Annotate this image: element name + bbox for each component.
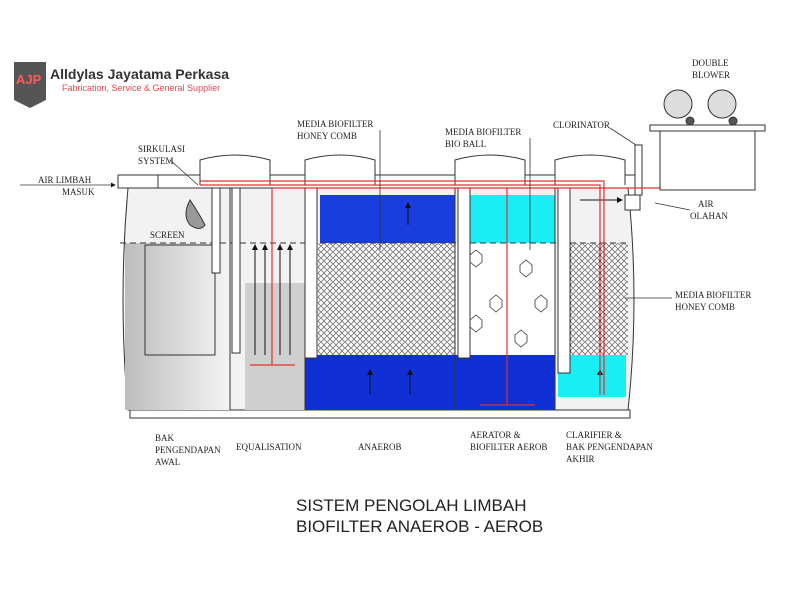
air-olahan-label: AIR	[698, 199, 714, 209]
aerob-top-water	[470, 195, 555, 243]
air-olahan-label-2: OLAHAN	[690, 211, 728, 221]
honeycomb-label: MEDIA BIOFILTER	[297, 119, 373, 129]
clorinator-label: CLORINATOR	[553, 120, 610, 130]
aerob-label: AERATOR &	[470, 430, 521, 440]
sirkulasi-label-2: SYSTEM	[138, 156, 174, 166]
company-logo: AJP Alldylas Jayatama Perkasa Fabricatio…	[14, 62, 229, 108]
honeycomb-label-2: HONEY COMB	[297, 131, 357, 141]
equalisation-water	[245, 283, 305, 410]
sirkulasi-label: SIRKULASI	[138, 144, 185, 154]
diagram-subtitle: BIOFILTER ANAEROB - AEROB	[296, 517, 543, 536]
air-limbah-label-2: MASUK	[62, 187, 95, 197]
tank	[117, 130, 749, 419]
clarifier-label-2: BAK PENGENDAPAN	[566, 442, 653, 452]
double-blower	[649, 89, 766, 191]
diagram-title: SISTEM PENGOLAH LIMBAH	[296, 496, 527, 515]
anaerob-honeycomb	[305, 243, 455, 355]
anaerob-top-water	[320, 195, 455, 243]
blower-label: DOUBLE	[692, 58, 729, 68]
clarifier-label-3: AKHIR	[566, 454, 595, 464]
bak-awal-label: BAK	[155, 433, 175, 443]
honeycomb-right-label-2: HONEY COMB	[675, 302, 735, 312]
screen-label: SCREEN	[150, 230, 185, 240]
bak-awal-label-2: PENGENDAPAN	[155, 445, 221, 455]
anaerob-bottom-water	[305, 355, 455, 410]
clarifier-honeycomb	[563, 243, 628, 355]
aerob-bioball	[455, 243, 555, 355]
clarifier-label: CLARIFIER &	[566, 430, 622, 440]
bioball-label-2: BIO BALL	[445, 139, 486, 149]
bak-awal-label-3: AWAL	[155, 457, 180, 467]
equalisation-label: EQUALISATION	[236, 442, 302, 452]
aerob-label-2: BIOFILTER AEROB	[470, 442, 547, 452]
logo-mark: AJP	[16, 72, 42, 87]
aerob-bottom-water	[455, 355, 555, 410]
logo-tagline: Fabrication, Service & General Supplier	[62, 83, 220, 93]
honeycomb-right-label: MEDIA BIOFILTER	[675, 290, 751, 300]
logo-name: Alldylas Jayatama Perkasa	[50, 66, 229, 82]
bioball-label: MEDIA BIOFILTER	[445, 127, 521, 137]
air-limbah-label: AIR LIMBAH	[38, 175, 92, 185]
anaerob-label: ANAEROB	[358, 442, 402, 452]
blower-label-2: BLOWER	[692, 70, 730, 80]
